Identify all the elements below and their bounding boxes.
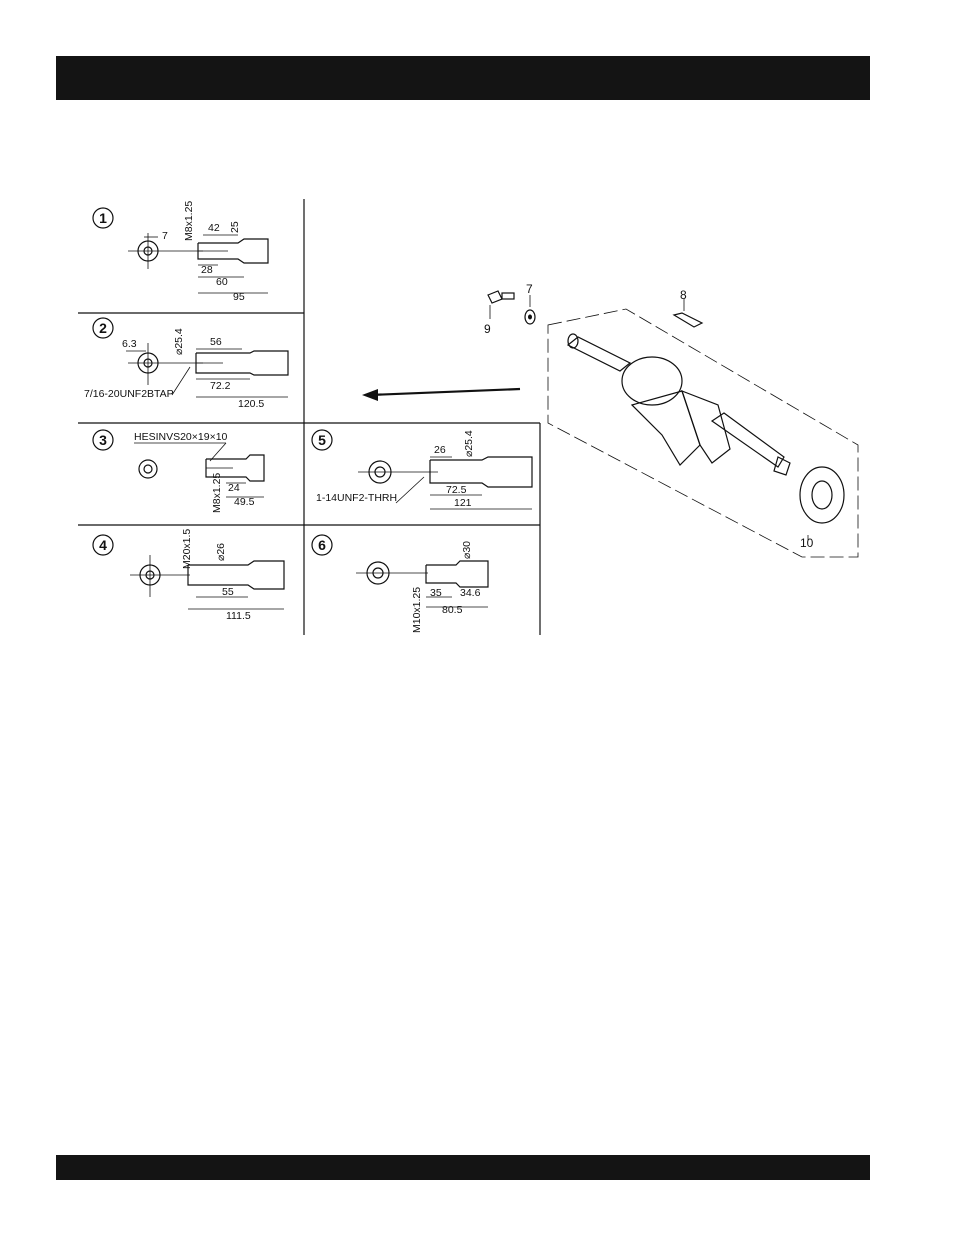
p5-dim-72-5: 72.5 [446,484,467,496]
footer-bar [56,1155,870,1180]
p5-dia: ⌀25.4 [463,430,475,457]
shaft-option-4: 4 M20x1.5 ⌀26 55 111.5 [93,529,284,622]
p5-dim-121: 121 [454,497,472,509]
shaft-option-6: 6 ⌀30 M10x1.25 35 34.6 80.5 [312,535,488,633]
p5-dim-26: 26 [434,444,446,456]
p4-dim-55: 55 [222,586,234,598]
header-bar [56,56,870,100]
crankshaft-figure: 1 7 42 M8x1.25 25 28 60 95 2 6.3 56 ⌀25.… [78,195,878,645]
p6-thread: M10x1.25 [411,587,423,633]
p6-dim-34-6: 34.6 [460,587,481,599]
p3-thread: M8x1.25 [211,473,223,513]
p4-dia: ⌀26 [215,543,227,561]
p1-dim-25: 25 [229,221,241,233]
direction-arrow [362,389,520,401]
p1-dim-42: 42 [208,222,220,234]
p2-tap-label: 7/16-20UNF2BTAP [84,388,174,400]
shaft-option-1: 1 7 42 M8x1.25 25 28 60 95 [93,201,268,303]
key-part [674,299,702,327]
p1-dim-95: 95 [233,291,245,303]
panel-number-3: 3 [99,432,107,448]
bolt-part [488,291,514,319]
p6-dim-35: 35 [430,587,442,599]
p2-dim-6-3: 6.3 [122,338,137,350]
p2-dim-120-5: 120.5 [238,398,264,410]
p3-dim-49-5: 49.5 [234,496,255,508]
panel-number-5: 5 [318,432,326,448]
p6-dim-80-5: 80.5 [442,604,463,616]
p2-dim-72-2: 72.2 [210,380,231,392]
shaft-option-3: 3 HESINVS20×19×10 M8x1.25 24 49.5 [93,430,264,513]
callout-8: 8 [680,288,687,302]
panel-number-4: 4 [99,537,107,553]
p1-dim-60: 60 [216,276,228,288]
panel-number-1: 1 [99,210,107,226]
grid-lines [78,199,540,635]
p4-dim-111-5: 111.5 [226,610,251,622]
p1-dim-28: 28 [201,264,213,276]
p5-thread-label: 1-14UNF2-THRH [316,492,397,504]
callout-9: 9 [484,322,491,336]
p1-thread: M8x1.25 [183,201,195,241]
washer-part [525,295,535,324]
p6-dia: ⌀30 [461,541,473,559]
p3-key-label: HESINVS20×19×10 [134,431,228,443]
shaft-option-2: 2 6.3 56 ⌀25.4 72.2 120.5 7/16-20UNF2BTA… [84,318,288,410]
p1-dim-7: 7 [162,230,168,242]
p2-dia: ⌀25.4 [173,328,185,355]
panel-number-6: 6 [318,537,326,553]
panel-number-2: 2 [99,320,107,336]
p2-dim-56: 56 [210,336,222,348]
callout-10: 10 [800,536,814,550]
crankshaft-part [568,334,844,541]
p3-dim-24: 24 [228,482,240,494]
p4-thread: M20x1.5 [181,529,193,569]
callout-7: 7 [526,282,533,296]
shaft-option-5: 5 26 ⌀25.4 72.5 121 1-14UNF2-THRH [312,430,532,509]
